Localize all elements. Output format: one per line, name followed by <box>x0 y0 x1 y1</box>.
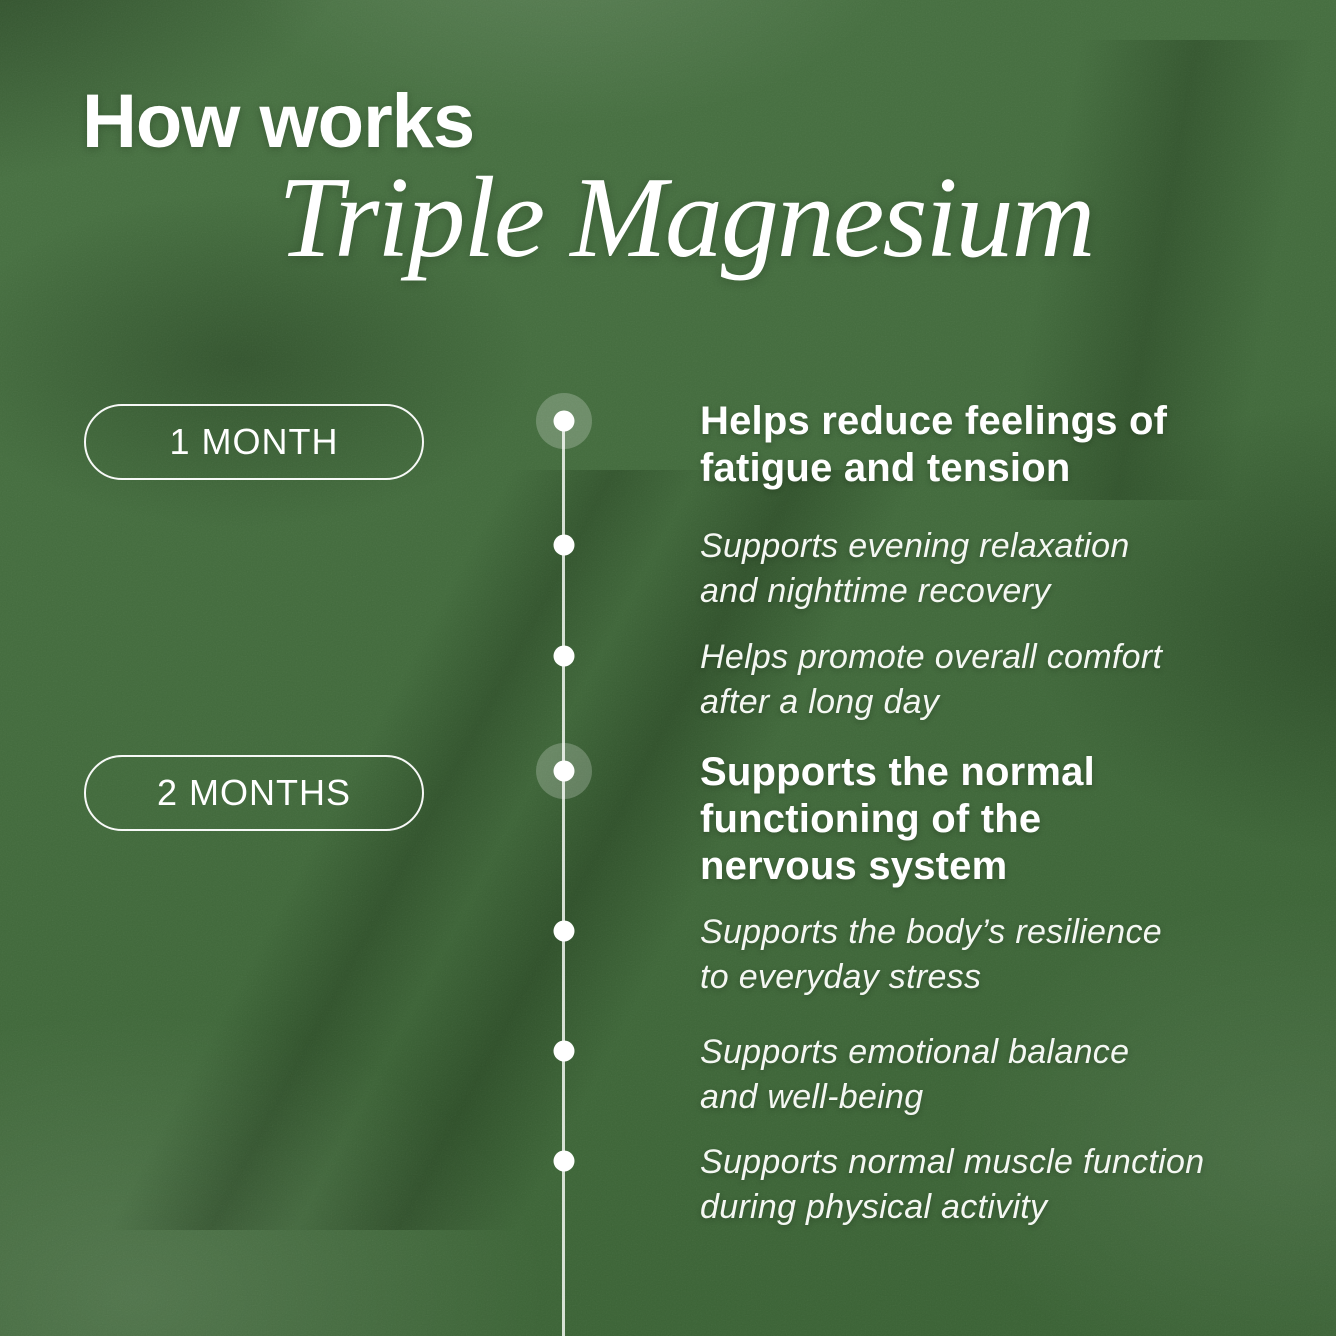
benefit-heading-month-2: Supports the normal functioning of the n… <box>700 750 1095 888</box>
timeline-dot <box>553 920 575 942</box>
timeline-dot <box>553 410 575 432</box>
benefit-item: Supports evening relaxation and nighttim… <box>700 527 1130 610</box>
timeline-dot <box>553 534 575 556</box>
timeline-dot <box>553 645 575 667</box>
benefit-item: Helps promote overall comfort after a lo… <box>700 638 1163 721</box>
timeline-dot <box>553 760 575 782</box>
period-badge-label: 2 MONTHS <box>156 772 351 813</box>
benefit-item: Supports normal muscle function during p… <box>700 1143 1205 1226</box>
page-title-product: Triple Magnesium <box>278 154 1095 282</box>
timeline-dot <box>553 1040 575 1062</box>
benefit-item: Supports emotional balance and well-bein… <box>700 1033 1130 1116</box>
timeline-dot <box>553 1150 575 1172</box>
period-badge-1-month: 1 MONTH <box>84 404 424 480</box>
benefit-item: Supports the body’s resilience to everyd… <box>700 913 1162 996</box>
period-badge-2-months: 2 MONTHS <box>84 755 424 831</box>
benefit-heading-month-1: Helps reduce feelings of fatigue and ten… <box>700 399 1168 490</box>
timeline-line <box>562 421 565 1336</box>
period-badge-label: 1 MONTH <box>169 421 339 462</box>
